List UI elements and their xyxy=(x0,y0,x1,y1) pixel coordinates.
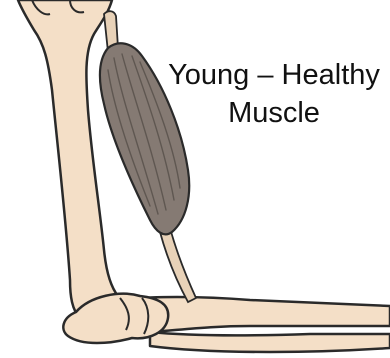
caption-line-2: Muscle xyxy=(158,94,390,132)
lower-tendon xyxy=(160,228,196,302)
forearm-bone-lower xyxy=(150,332,390,352)
diagram-caption: Young – Healthy Muscle xyxy=(158,56,390,132)
caption-line-1: Young – Healthy xyxy=(158,56,390,94)
